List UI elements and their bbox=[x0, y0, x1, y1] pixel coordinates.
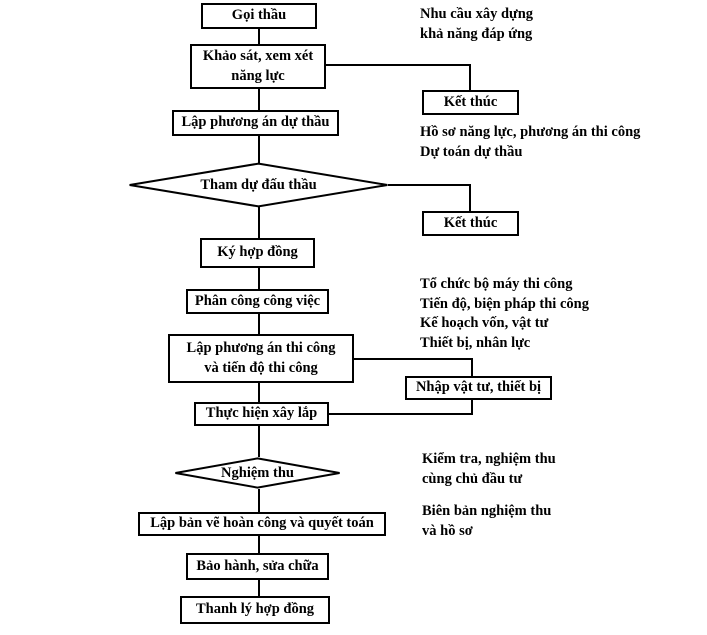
connector-baohanh-thanhly bbox=[258, 580, 260, 596]
node-nghiem-thu-label: Nghiệm thu bbox=[221, 464, 294, 481]
node-ky-hop-dong[interactable]: Ký hợp đồng bbox=[200, 238, 315, 268]
node-ket-thuc-2[interactable]: Kết thúc bbox=[422, 211, 519, 236]
node-goi-thau[interactable]: Gọi thầu bbox=[201, 3, 317, 29]
connector-lapthicong-thuchien bbox=[258, 383, 260, 402]
connector-lapbanve-baohanh bbox=[258, 536, 260, 553]
note-kiem-tra-nghiem-thu: Kiểm tra, nghiệm thu cùng chủ đầu tư bbox=[422, 451, 556, 487]
node-lap-phuong-an-du-thau[interactable]: Lập phương án dự thầu bbox=[172, 110, 339, 136]
connector-nghiemthu-lapbanve bbox=[258, 489, 260, 512]
node-phan-cong-cong-viec[interactable]: Phân công công việc bbox=[186, 289, 329, 314]
connector-kyhopdong-phancong bbox=[258, 268, 260, 289]
node-lap-phuong-an-thi-cong[interactable]: Lập phương án thi công và tiến độ thi cô… bbox=[168, 334, 354, 383]
node-lap-ban-ve-hoan-cong[interactable]: Lập bản vẽ hoàn công và quyết toán bbox=[138, 512, 386, 536]
connector-thuchien-nghiemthu bbox=[258, 426, 260, 457]
connector-khaosat-lapphuongan bbox=[258, 88, 260, 111]
note-ho-so-nang-luc: Hồ sơ năng lực, phương án thi công Dự to… bbox=[420, 124, 641, 160]
node-ket-thuc-1[interactable]: Kết thúc bbox=[422, 90, 519, 115]
connector-nhapvattu-thuchien-h bbox=[329, 413, 473, 415]
node-bao-hanh-sua-chua[interactable]: Bảo hành, sửa chữa bbox=[186, 553, 329, 580]
connector-lapphuongan-thamdu bbox=[258, 135, 260, 163]
node-tham-du-dau-thau[interactable]: Tham dự đấu thầu bbox=[128, 162, 389, 208]
connector-lapthicong-nhapvattu-h bbox=[354, 358, 473, 360]
connector-thamdu-ketthuc2-v bbox=[469, 184, 471, 212]
node-nhap-vat-tu-thiet-bi[interactable]: Nhập vật tư, thiết bị bbox=[405, 376, 552, 400]
diamond-shape-icon bbox=[175, 457, 340, 489]
connector-goithau-khaosat bbox=[258, 28, 260, 44]
node-thanh-ly-hop-dong[interactable]: Thanh lý hợp đồng bbox=[180, 596, 330, 624]
connector-lapthicong-nhapvattu-v bbox=[471, 358, 473, 376]
note-bien-ban-nghiem-thu: Biên bản nghiệm thu và hồ sơ bbox=[422, 503, 552, 539]
connector-khaosat-ketthuc1-h bbox=[325, 64, 471, 66]
connector-thamdu-ketthuc2-h bbox=[388, 184, 471, 186]
node-tham-du-dau-thau-label: Tham dự đấu thầu bbox=[200, 176, 317, 193]
connector-phancong-lapthicong bbox=[258, 314, 260, 334]
note-nhu-cau-xay-dung: Nhu cầu xây dựng khả năng đáp ứng bbox=[420, 6, 534, 42]
connector-khaosat-ketthuc1-v bbox=[469, 64, 471, 91]
connector-nhapvattu-thuchien-v bbox=[471, 400, 473, 414]
node-nghiem-thu[interactable]: Nghiệm thu bbox=[174, 457, 341, 489]
diamond-shape-icon bbox=[129, 162, 388, 208]
node-thuc-hien-xay-lap[interactable]: Thực hiện xây lắp bbox=[194, 402, 329, 426]
note-to-chuc-bo-may: Tổ chức bộ máy thi công Tiến độ, biện ph… bbox=[420, 276, 589, 351]
node-khao-sat-xem-xet-nang-luc[interactable]: Khảo sát, xem xét năng lực bbox=[190, 44, 326, 89]
connector-thamdu-kyhopdong bbox=[258, 207, 260, 238]
